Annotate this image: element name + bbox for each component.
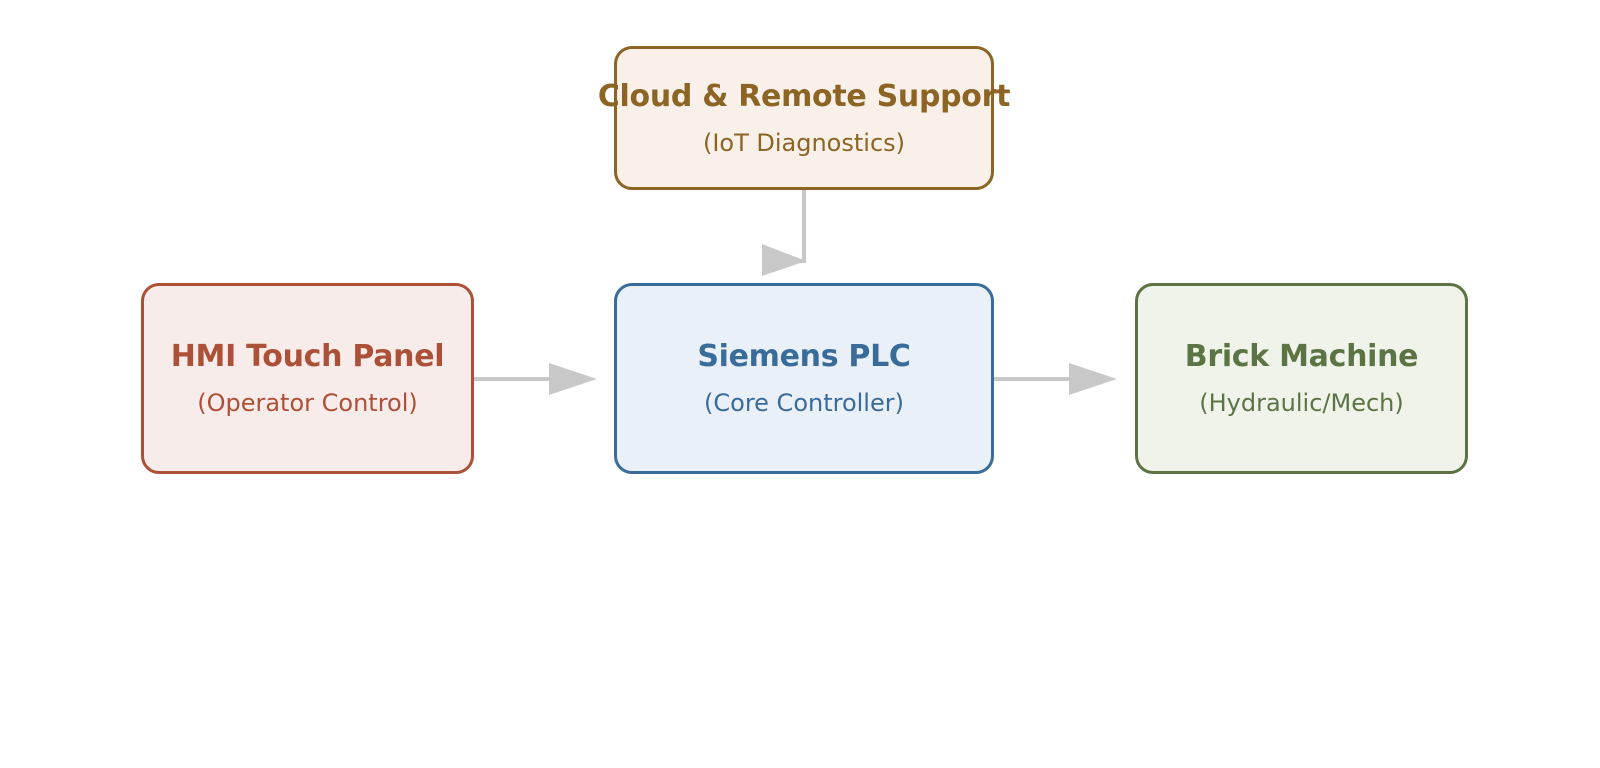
node-cloud-remote-support: Cloud & Remote Support (IoT Diagnostics) — [598, 46, 1010, 190]
node-siemens-plc: Siemens PLC (Core Controller) — [614, 283, 994, 474]
node-hmi-subtitle: (Operator Control) — [197, 389, 418, 417]
node-hmi-touch-panel: HMI Touch Panel (Operator Control) — [141, 283, 474, 474]
edge-hmi-to-plc-arrowhead — [549, 363, 597, 395]
node-brick-machine: Brick Machine (Hydraulic/Mech) — [1135, 283, 1468, 474]
node-machine-title: Brick Machine — [1184, 339, 1419, 374]
edge-plc-to-machine — [994, 363, 1117, 395]
node-plc-subtitle: (Core Controller) — [704, 389, 904, 417]
edge-cloud-to-plc-arrowhead — [762, 244, 806, 276]
node-cloud-subtitle: (IoT Diagnostics) — [702, 128, 906, 157]
edge-cloud-to-plc-line — [782, 190, 806, 263]
edge-plc-to-machine-arrowhead — [1069, 363, 1117, 395]
node-plc-title: Siemens PLC — [697, 339, 911, 374]
node-cloud-title: Cloud & Remote Support — [597, 78, 1011, 114]
edge-cloud-to-plc — [762, 190, 806, 276]
node-hmi-title: HMI Touch Panel — [170, 339, 445, 374]
node-machine-subtitle: (Hydraulic/Mech) — [1199, 389, 1404, 417]
edge-hmi-to-plc — [474, 363, 597, 395]
